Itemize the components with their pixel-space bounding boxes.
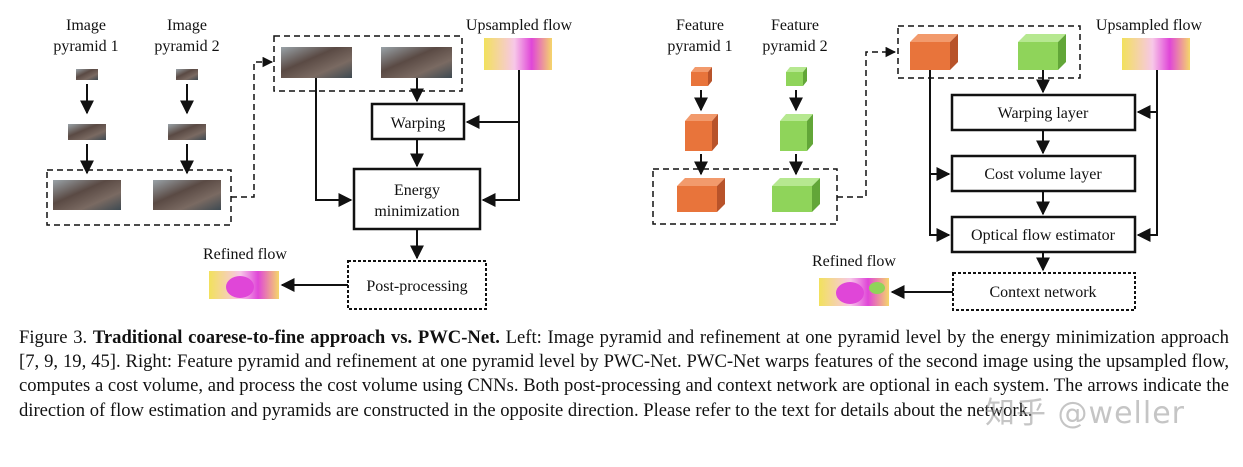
feature-pyramid-2-level-small [786,67,807,86]
image-pyramid-2-label-line2: pyramid 2 [154,38,219,55]
selected-level-image-group [273,35,463,92]
feature-pyramid-1-label-line1: Feature [676,17,724,34]
pyramid-comparison-diagram: Image pyramid 1 Image pyramid 2 Upsample… [46,17,1203,311]
energy-minimization-label-line1: Energy [394,182,440,199]
image-pyramid-1-label-line2: pyramid 1 [53,38,118,55]
image-pyramid-2-label-line1: Image [167,17,207,34]
feature-pyramid-1-level-medium [685,114,718,151]
right-diagram: Feature pyramid 1 Feature pyramid 2 [652,17,1203,311]
upsampled-flow-label-right: Upsampled flow [1096,17,1203,34]
warping-layer-label: Warping layer [998,105,1089,122]
feature-pyramid-2-label-line1: Feature [771,17,819,34]
refined-flow-label-right: Refined flow [812,253,896,270]
selected-level-image-2 [381,47,452,78]
left-diagram: Image pyramid 1 Image pyramid 2 Upsample… [46,17,573,310]
image-pyramid-2-level-small [176,69,198,80]
feature-pyramid-1-level-small [691,67,712,86]
upsampled-flow-label-left: Upsampled flow [466,17,573,34]
warping-label: Warping [391,115,446,132]
caption-title: Traditional coarese-to-fine approach vs.… [92,327,500,348]
image-pyramid-1-level-small [76,69,98,80]
selected-level-image-1 [281,47,352,78]
selected-level-feature-2 [1018,34,1066,70]
feature-pyramid-1-label-line2: pyramid 1 [667,38,732,55]
refined-flow-label-left: Refined flow [203,246,287,263]
upsampled-flow-image-right [1122,38,1190,70]
figure-caption: Figure 3. Traditional coarese-to-fine ap… [19,326,1229,423]
upsampled-flow-image-left [484,38,552,70]
warping-layer-box [950,93,1137,132]
feature-pyramid-1-level-large [677,178,725,212]
post-processing-label: Post-processing [366,278,467,295]
energy-minimization-box [352,167,482,231]
feature-pyramid-2-label-line2: pyramid 2 [762,38,827,55]
image-pyramid-1-label-line1: Image [66,17,106,34]
image-pyramid-1-level-medium [68,124,106,140]
watermark: 知乎 @weller [985,396,1185,431]
image-pyramid-2-level-medium [168,124,206,140]
optical-flow-estimator-box [950,215,1137,254]
caption-body: Left: Image pyramid and refinement at on… [19,327,1229,421]
caption-prefix: Figure 3. [19,327,93,348]
context-network-label: Context network [989,284,1096,301]
context-network-box [952,272,1136,311]
energy-minimization-label-line2: minimization [374,203,459,220]
image-pyramid-1-level-large [53,180,121,210]
selected-level-feature-group [897,25,1081,79]
image-pyramid-2-level-large [153,180,221,210]
feature-pyramid-2-level-medium [780,114,813,151]
feature-pyramid-2-level-large [772,178,820,212]
optical-flow-estimator-label: Optical flow estimator [971,227,1116,244]
cost-volume-layer-label: Cost volume layer [984,166,1102,183]
selected-level-feature-1 [910,34,958,70]
